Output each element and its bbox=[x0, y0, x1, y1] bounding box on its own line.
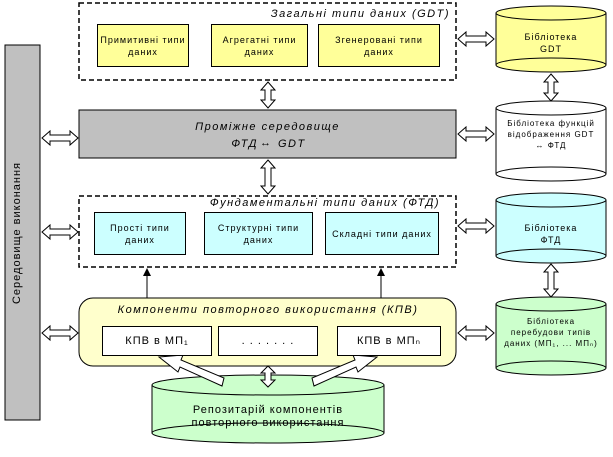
intermediate-mapping-left: ФТД bbox=[231, 138, 258, 150]
arrow-repo-to-kpv-right bbox=[311, 354, 379, 387]
repository-label: Репозитарій компонентів повторного викор… bbox=[191, 404, 345, 429]
library-gdt-label: Бібліотека GDT bbox=[524, 32, 578, 54]
mapping-double-arrow-icon: ↔ bbox=[260, 137, 272, 149]
ftd-item-structural: Структурні типи даних bbox=[204, 212, 313, 255]
library-mapping-cylinder bbox=[495, 100, 607, 182]
double-arrows-right bbox=[457, 30, 495, 342]
runtime-label: Середовище виконання bbox=[11, 161, 23, 305]
ftd-title: Фундаментальні типи даних (ФТД) bbox=[209, 197, 440, 209]
arrow-repo-to-kpv-left bbox=[157, 354, 225, 387]
kpv-item-dots: . . . . . . . bbox=[218, 326, 318, 356]
kpv-title: Компоненти повторного використання (КПВ) bbox=[117, 304, 419, 316]
ftd-container bbox=[78, 195, 457, 268]
ftd-item-simple: Прості типи даних bbox=[94, 212, 186, 255]
runtime-bar bbox=[4, 44, 41, 421]
gdt-item-aggregate: Агрегатні типи даних bbox=[211, 24, 308, 67]
gdt-container bbox=[78, 2, 457, 81]
kpv-item-last: КПВ в МПₙ bbox=[337, 326, 441, 356]
intermediate-mapping-right: GDT bbox=[278, 138, 306, 150]
library-rebuild-label: Бібліотека перебудови типів даних (МП₁, … bbox=[504, 317, 598, 348]
gdt-title: Загальні типи даних (GDT) bbox=[270, 8, 450, 20]
gdt-item-primitive: Примитивні типи даних bbox=[97, 24, 189, 67]
double-arrows-vertical bbox=[259, 73, 560, 388]
library-ftd-label: Бібліотека ФТД bbox=[524, 223, 578, 245]
ftd-item-complex: Складні типи даних bbox=[325, 212, 439, 255]
double-arrows-left bbox=[41, 129, 79, 342]
library-mapping-label: Бібліотека функцій відображення GDT ↔ ФТ… bbox=[507, 119, 595, 150]
library-ftd-cylinder bbox=[495, 192, 607, 264]
intermediate-box bbox=[78, 109, 457, 159]
kpv-item-first: КПВ в МП₁ bbox=[102, 326, 212, 356]
intermediate-title: Проміжне середовище bbox=[195, 121, 340, 133]
library-rebuild-cylinder bbox=[495, 296, 607, 376]
library-gdt-cylinder bbox=[495, 5, 607, 73]
gdt-item-generated: Згенеровані типи даних bbox=[318, 24, 440, 67]
